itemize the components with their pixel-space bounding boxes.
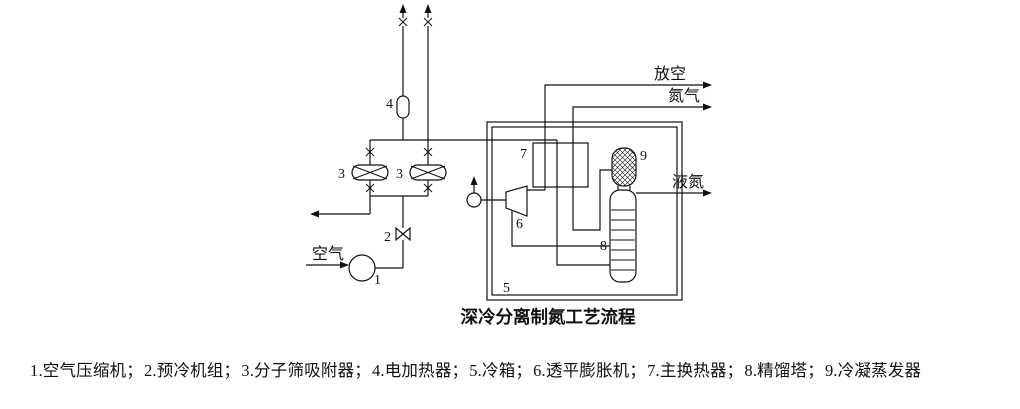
tag-3-adsorber-left: 3	[338, 167, 345, 182]
cold-box	[486, 121, 683, 301]
legend-item: 9.冷凝蒸发器	[824, 361, 922, 380]
stream-lines	[544, 81, 712, 266]
tag-3-adsorber-right: 3	[396, 167, 403, 182]
tag-4-heater: 4	[386, 97, 393, 112]
tag-8-column: 8	[600, 239, 607, 254]
adsorber-vessel-right	[409, 164, 447, 181]
expander-brake-symbol	[466, 192, 482, 208]
tag-9-condenser: 9	[640, 149, 647, 164]
label-vent: 放空	[654, 65, 686, 83]
adsorber-vessel-left	[351, 164, 389, 181]
tag-5-cold-box: 5	[503, 281, 510, 296]
legend-item: 5.冷箱；	[469, 361, 533, 380]
vent-arrow-icon	[424, 4, 432, 13]
precooler-valve-symbol	[395, 226, 411, 242]
valve-icon	[365, 183, 433, 193]
exhaust-arrow-icon	[310, 210, 319, 218]
electric-heater-symbol	[396, 95, 410, 119]
legend-item: 4.电加热器；	[371, 361, 469, 380]
label-air-in: 空气	[312, 245, 344, 263]
legend-item: 6.透平膨胀机；	[533, 361, 647, 380]
air-feed-section	[306, 196, 411, 282]
expander-outlet-line	[511, 210, 610, 247]
vent-stream-arrow-icon	[703, 81, 712, 89]
condenser-evaporator-symbol	[611, 147, 637, 187]
valve-icon	[365, 147, 433, 157]
compressor-symbol	[348, 254, 376, 282]
liquid-n2-arrow-icon	[703, 189, 712, 197]
label-n2-gas: 氮气	[668, 87, 700, 105]
tag-2-precooler: 2	[384, 230, 391, 245]
legend-item: 1.空气压缩机；	[30, 361, 143, 380]
distillation-column	[609, 189, 637, 283]
legend-item: 2.预冷机组；	[143, 361, 241, 380]
tag-1-compressor: 1	[374, 273, 381, 288]
valve-icon	[398, 17, 433, 27]
work-output-arrow-icon	[470, 176, 478, 185]
column-feed-line	[556, 140, 610, 266]
column-tray-lines	[611, 209, 635, 271]
tag-6-expander: 6	[516, 217, 523, 232]
tag-7-heat-exchanger: 7	[520, 147, 527, 162]
legend-item: 8.精馏塔；	[744, 361, 824, 380]
main-heat-exchanger	[532, 142, 589, 188]
turbo-expander	[466, 176, 610, 247]
cold-box-outer-wall	[486, 121, 683, 301]
diagram-title: 深冷分离制氮工艺流程	[461, 307, 636, 327]
equipment-legend: 1.空气压缩机；2.预冷机组；3.分子筛吸附器；4.电加热器；5.冷箱；6.透平…	[30, 357, 1005, 381]
air-arrow-icon	[340, 261, 349, 269]
legend-item: 7.主换热器；	[647, 361, 744, 380]
n2-stream-arrow-icon	[703, 103, 712, 111]
vent-stream-line	[544, 84, 703, 190]
cold-box-inner-wall	[491, 126, 678, 296]
turbo-expander-symbol	[505, 185, 528, 217]
label-liquid-n2: 液氮	[672, 173, 704, 191]
n2-stream-line	[572, 106, 703, 231]
labels: 空气 放空 氮气 液氮 1 2 3 3 4 5 6 7 8 9 深冷分离制氮工艺…	[312, 65, 704, 327]
column-section	[609, 147, 637, 283]
legend-item: 3.分子筛吸附器；	[241, 361, 371, 380]
adsorber-assembly	[310, 4, 557, 218]
vent-arrow-icon	[399, 4, 407, 13]
